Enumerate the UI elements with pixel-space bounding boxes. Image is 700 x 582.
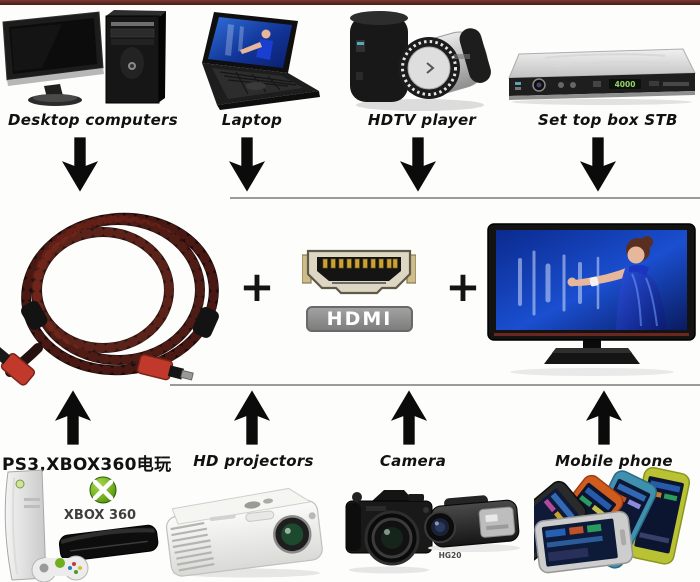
connector-pins xyxy=(322,258,398,269)
projector-illustration xyxy=(165,487,323,578)
camcorder-model-text: HG20 xyxy=(439,551,462,560)
hdmi-connector-image xyxy=(302,247,416,301)
label-game-consoles: PS3,XBOX360电玩 xyxy=(2,455,172,475)
arrow-down-laptop xyxy=(228,136,266,193)
label-hd-projectors: HD projectors xyxy=(193,452,314,470)
arrow-up-mobile xyxy=(585,389,623,446)
dslr-camera-image xyxy=(342,486,436,574)
hdtv-player-image xyxy=(346,6,494,112)
ferrite-bead-left xyxy=(21,300,48,330)
label-camera: Camera xyxy=(379,452,447,470)
tv-illustration xyxy=(487,223,696,376)
stb-display-readout: 4000 xyxy=(615,80,636,89)
label-set-top-box: Set top box STB xyxy=(538,111,678,129)
stb-display xyxy=(609,79,641,89)
camera-prism xyxy=(372,490,414,501)
hdmi-plug-right xyxy=(136,354,194,381)
arrow-up-consoles xyxy=(54,389,92,446)
arrow-up-camera xyxy=(390,389,428,446)
hdmi-connector-illustration xyxy=(302,249,416,295)
arrow-down-hdtv xyxy=(399,136,437,193)
hdmi-cable-illustration xyxy=(0,212,219,386)
top-border-bar xyxy=(0,0,700,5)
plus-sign-right: + xyxy=(445,262,481,311)
plus-sign-left: + xyxy=(239,262,275,311)
hdmi-cable-image xyxy=(0,202,242,392)
xbox-360-logo: XBOX 360 xyxy=(64,476,136,523)
divider-line-bottom xyxy=(170,384,700,386)
black-cylinder-unit xyxy=(350,16,408,102)
mobile-phones-image xyxy=(534,460,700,582)
label-hdtv-player: HDTV player xyxy=(367,111,477,129)
desktop-computer-image xyxy=(2,8,167,110)
camcorder-image: HG20 xyxy=(420,486,532,562)
arrow-up-projector xyxy=(233,389,271,446)
tv-stand-neck xyxy=(583,340,601,349)
tv-screen-figure xyxy=(567,236,667,330)
laptop-image xyxy=(176,12,326,110)
set-top-box-image: 4000 xyxy=(505,46,697,106)
projector-image xyxy=(156,480,334,578)
mobile-phones-illustration xyxy=(534,466,691,574)
laptop-screen xyxy=(208,17,292,68)
set-top-box-illustration: 4000 xyxy=(508,48,696,105)
arrow-down-stb xyxy=(579,136,617,193)
divider-line-top xyxy=(230,197,700,199)
desktop-computer-illustration xyxy=(2,10,166,106)
dslr-camera-illustration xyxy=(345,490,433,574)
game-consoles-image: XBOX 360 xyxy=(0,468,162,582)
xbox-controller xyxy=(31,555,89,582)
ferrite-bead-right xyxy=(192,307,219,338)
xbox-360-logo-text: XBOX 360 xyxy=(64,508,136,523)
hdmi-plug-left xyxy=(0,346,36,386)
laptop-illustration xyxy=(202,12,320,110)
label-mobile-phone: Mobile phone xyxy=(555,452,673,470)
hdtv-player-illustration xyxy=(350,11,491,111)
tv-image xyxy=(486,222,697,376)
label-desktop-computers: Desktop computers xyxy=(8,111,178,129)
phone-silver xyxy=(534,510,634,574)
camcorder-side-panel xyxy=(478,506,516,538)
label-laptop: Laptop xyxy=(221,111,283,129)
arrow-down-desktop xyxy=(61,136,99,193)
stb-front-panel xyxy=(509,73,695,96)
camcorder-illustration: HG20 xyxy=(424,495,520,560)
projector-vents xyxy=(170,521,215,572)
hdmi-badge: HDMI xyxy=(306,306,413,332)
ps3-console xyxy=(58,524,159,562)
game-consoles-illustration: XBOX 360 xyxy=(4,469,159,582)
